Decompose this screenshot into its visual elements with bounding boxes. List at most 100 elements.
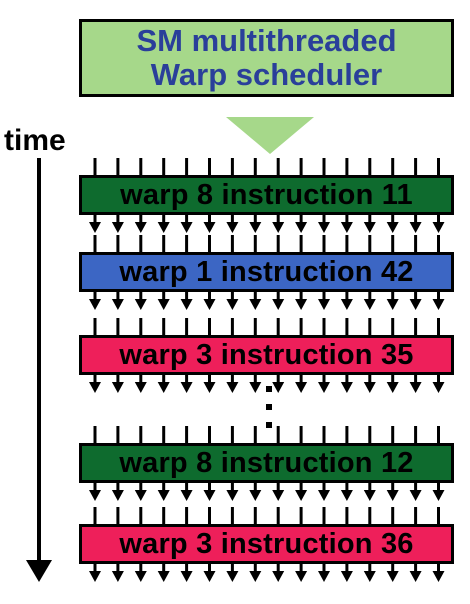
thread-arrow-icon [409,490,422,501]
thread-arrow-icon [226,571,239,582]
warp-threads-5 [89,507,445,582]
warp-instruction-label: warp 1 instruction 42 [119,255,414,288]
warp-instruction-2: warp 1 instruction 42 [79,252,454,292]
thread-arrow-icon [363,222,376,233]
thread-arrow-icon [180,299,193,310]
thread-arrow-icon [386,222,399,233]
thread-arrow-icon [318,571,330,582]
thread-arrow-icon [272,490,285,501]
thread-arrow-icon [363,382,376,393]
warp-threads-1 [89,158,445,233]
warp-instruction-label: warp 8 instruction 11 [120,178,413,211]
thread-arrow-icon [226,299,239,310]
thread-arrow-icon [295,490,308,501]
warp-instruction-1: warp 8 instruction 11 [79,175,454,215]
thread-arrow-icon [249,222,262,233]
thread-arrow-icon [363,299,376,310]
warp-threads-2 [89,235,445,310]
thread-arrow-icon [432,222,445,233]
warp-instruction-5: warp 3 instruction 36 [79,524,454,564]
thread-arrow-icon [432,382,445,393]
warp-threads-3 [89,318,445,393]
thread-arrow-icon [409,382,422,393]
thread-arrow-icon [432,571,445,582]
thread-arrow-icon [134,299,147,310]
thread-arrow-icon [340,222,353,233]
warp-instruction-label: warp 3 instruction 36 [119,527,414,560]
thread-arrow-icon [249,490,262,501]
thread-arrow-icon [386,571,399,582]
thread-arrow-icon [272,222,285,233]
warp-threads-4 [89,426,445,501]
thread-arrow-icon [318,299,330,310]
thread-arrow-icon [386,299,399,310]
thread-arrow-icon [203,571,216,582]
warp-instruction-3: warp 3 instruction 35 [79,335,454,375]
thread-arrow-icon [340,490,353,501]
thread-arrow-icon [111,571,124,582]
scheduler-title-line2: Warp scheduler [150,57,383,92]
thread-arrow-icon [203,222,216,233]
thread-arrow-icon [226,490,239,501]
thread-arrow-icon [249,571,262,582]
thread-arrow-icon [409,299,422,310]
time-axis-arrow-icon [26,158,52,582]
thread-arrow-icon [203,490,216,501]
thread-arrow-icon [180,490,193,501]
thread-arrow-icon [89,299,101,310]
thread-arrow-icon [157,382,170,393]
thread-arrow-icon [295,222,308,233]
thread-arrow-icon [111,490,124,501]
thread-arrow-icon [180,571,193,582]
thread-arrow-icon [157,490,170,501]
thread-arrow-icon [134,490,147,501]
thread-arrow-icon [295,299,308,310]
thread-arrow-icon [340,382,353,393]
thread-arrow-icon [203,382,216,393]
thread-arrow-icon [157,571,170,582]
warp-scheduler-box: SM multithreaded Warp scheduler [79,19,454,97]
thread-arrow-icon [295,382,308,393]
thread-arrow-icon [318,382,330,393]
thread-arrow-icon [134,382,147,393]
thread-arrow-icon [134,571,147,582]
warp-instruction-4: warp 8 instruction 12 [79,443,454,483]
thread-arrow-icon [318,222,330,233]
thread-arrow-icon [249,299,262,310]
thread-arrow-icon [89,222,101,233]
thread-arrow-icon [340,571,353,582]
thread-arrow-icon [409,222,422,233]
dispatch-arrow-icon [226,117,314,154]
thread-arrow-icon [318,490,330,501]
thread-arrow-icon [272,299,285,310]
thread-arrow-icon [180,222,193,233]
thread-arrow-icon [157,222,170,233]
thread-arrow-icon [386,490,399,501]
thread-arrow-icon [272,571,285,582]
warp-instruction-label: warp 8 instruction 12 [119,446,414,479]
thread-arrow-icon [89,382,101,393]
thread-arrow-icon [363,571,376,582]
thread-arrow-icon [386,382,399,393]
warp-instruction-label: warp 3 instruction 35 [119,338,414,371]
thread-arrow-icon [89,571,101,582]
thread-arrow-icon [111,382,124,393]
thread-arrow-icon [226,382,239,393]
ellipsis-dots-icon [266,386,272,428]
thread-arrow-icon [134,222,147,233]
thread-arrow-icon [272,382,285,393]
thread-arrow-icon [409,571,422,582]
thread-arrow-icon [295,571,308,582]
thread-arrow-icon [226,222,239,233]
scheduler-title-line1: SM multithreaded [136,23,397,58]
time-axis-label: time [4,124,66,157]
thread-arrow-icon [180,382,193,393]
thread-arrow-icon [111,222,124,233]
thread-arrow-icon [249,382,262,393]
thread-arrow-icon [432,490,445,501]
thread-arrow-icon [340,299,353,310]
thread-arrow-icon [432,299,445,310]
thread-arrow-icon [89,490,101,501]
thread-arrow-icon [111,299,124,310]
thread-arrow-icon [157,299,170,310]
